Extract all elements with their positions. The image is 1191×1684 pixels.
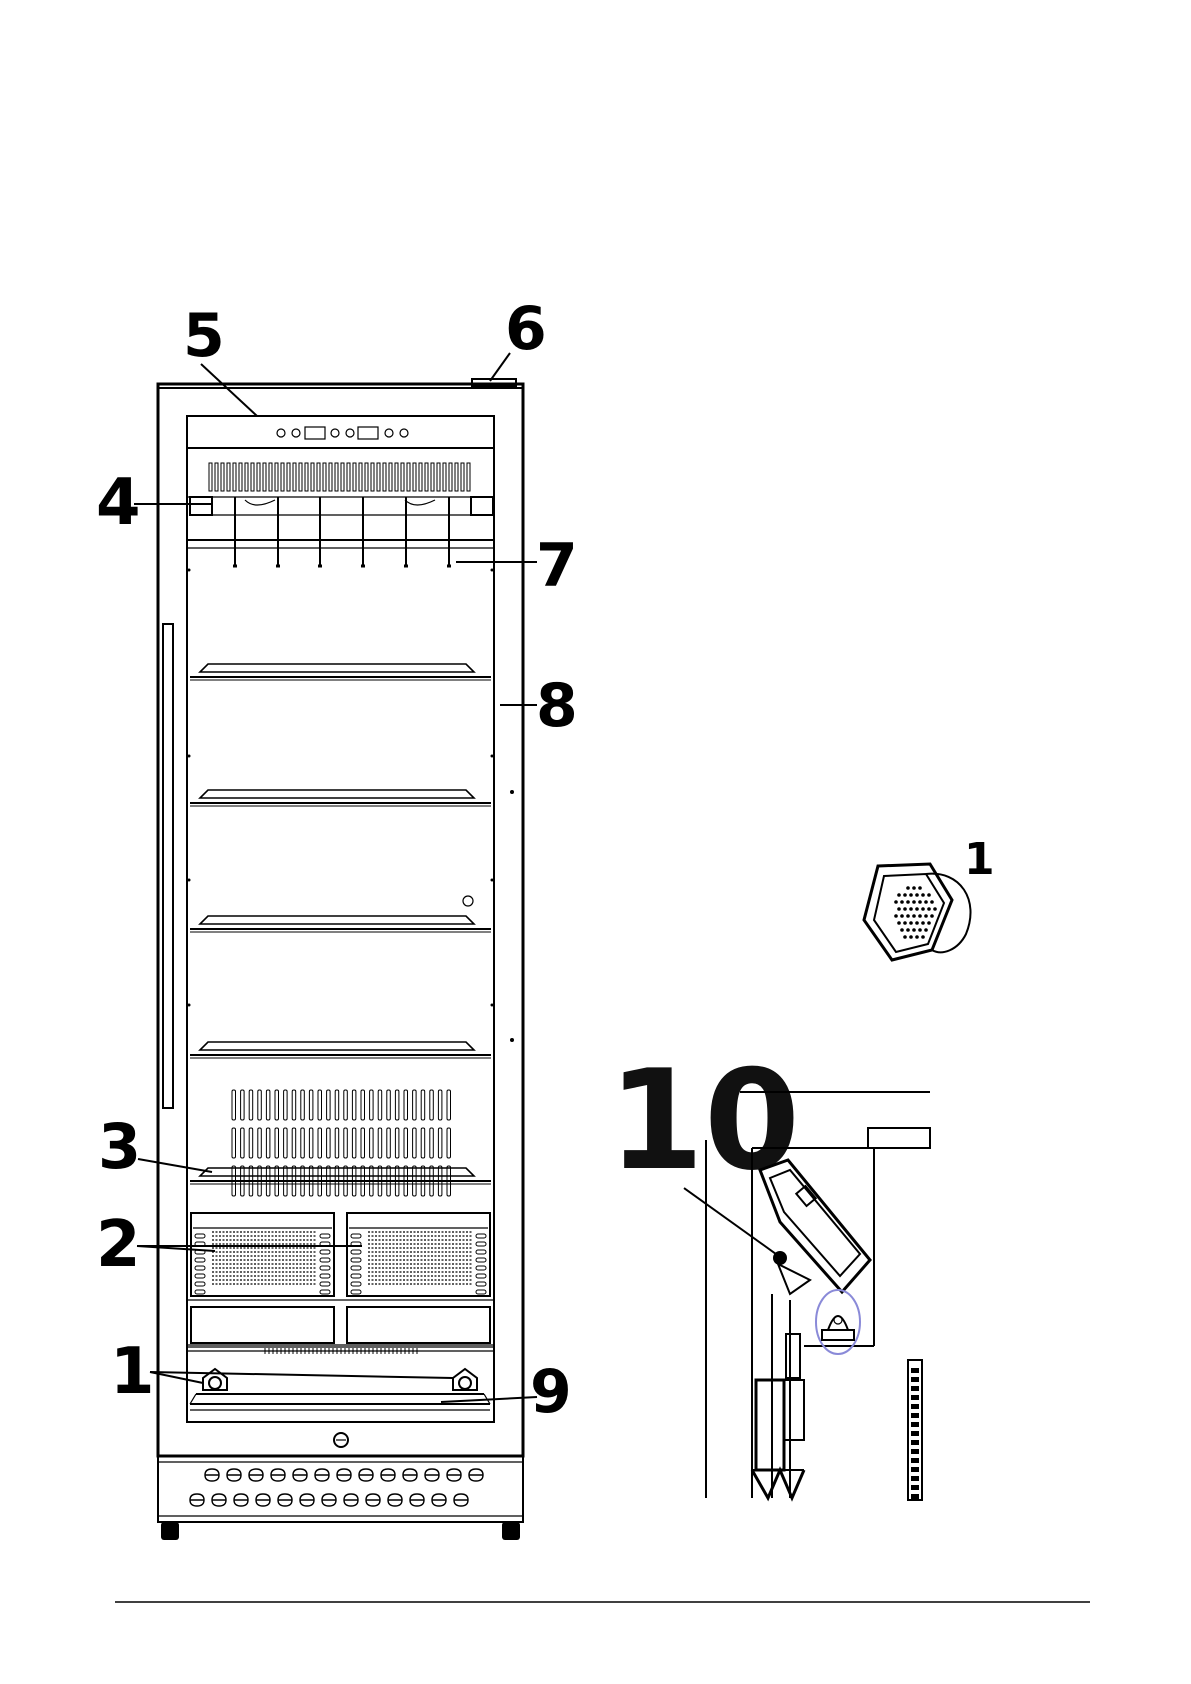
callout-8: 8 [536, 671, 578, 741]
callout-4: 4 [96, 466, 141, 540]
hinge-detail: 10 [608, 1040, 930, 1500]
hanging-rail [187, 497, 494, 548]
top-grille [187, 448, 494, 497]
meat-hooks [233, 497, 451, 566]
highlight-ring [816, 1290, 860, 1354]
callout-2: 2 [96, 1208, 141, 1282]
detail-callout-1: 1 [964, 834, 995, 885]
humidity-boxes [203, 1369, 477, 1390]
callout-1: 1 [110, 1335, 155, 1409]
callout-9: 9 [530, 1357, 572, 1427]
callout-6: 6 [505, 294, 547, 364]
control-panel [187, 416, 494, 448]
screws [188, 569, 515, 1043]
tray-mesh [195, 1232, 486, 1294]
callout-5: 5 [183, 301, 225, 371]
kick-plate-vents [190, 1469, 483, 1506]
trays [187, 1213, 494, 1351]
lock-icon [334, 1433, 348, 1447]
door-handle [163, 624, 173, 1108]
kick-plate [158, 1456, 523, 1522]
sensor [463, 896, 473, 906]
callout-7: 7 [536, 531, 578, 601]
callout-3: 3 [98, 1110, 141, 1183]
callout-labels: 5 6 4 7 8 3 2 1 9 [96, 294, 578, 1427]
humidity-box-detail: 1 [864, 834, 995, 960]
feet [161, 1522, 520, 1540]
